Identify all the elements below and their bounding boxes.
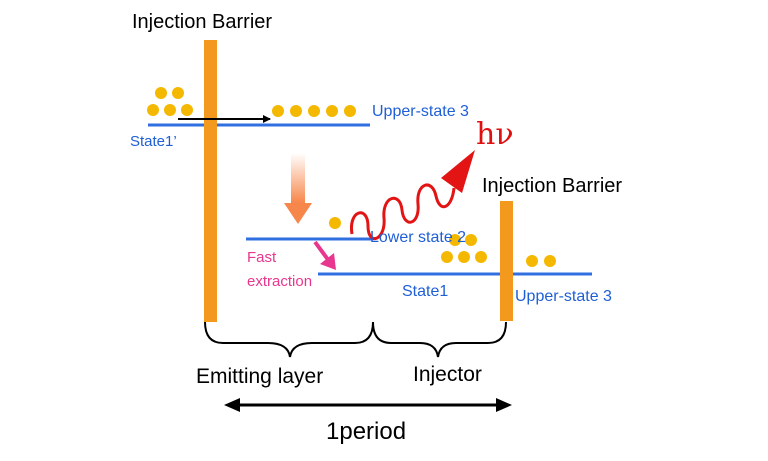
brace-injector bbox=[372, 321, 507, 358]
electrons-upper-state bbox=[272, 105, 356, 117]
label-emitting-layer: Emitting layer bbox=[196, 365, 324, 388]
label-fast-extraction-line2: extraction bbox=[247, 273, 313, 290]
label-injection-barrier-left: Injection Barrier bbox=[132, 11, 273, 33]
electrons-right bbox=[526, 255, 556, 267]
photon-wave bbox=[349, 183, 456, 240]
label-state1-prime: State1’ bbox=[130, 133, 177, 150]
brace-emitting-layer bbox=[204, 321, 374, 358]
label-period: 1period bbox=[326, 418, 407, 445]
injection-barrier-left bbox=[204, 40, 217, 322]
electrons-state1 bbox=[441, 234, 487, 263]
electron-lower-state bbox=[329, 217, 341, 229]
label-photon: hν bbox=[476, 117, 514, 152]
label-lower-state: Lower state 2 bbox=[370, 229, 467, 246]
label-fast-extraction-line1: Fast bbox=[247, 249, 277, 266]
label-upper-state-left: Upper-state 3 bbox=[372, 103, 469, 120]
period-arrow bbox=[224, 398, 512, 412]
injection-barrier-right bbox=[500, 201, 513, 321]
label-injection-barrier-right: Injection Barrier bbox=[482, 175, 623, 197]
electrons-left bbox=[147, 87, 193, 116]
label-upper-state-right: Upper-state 3 bbox=[515, 288, 612, 305]
label-injector: Injector bbox=[413, 363, 482, 386]
relaxation-arrow bbox=[284, 153, 312, 224]
label-state1: State1 bbox=[402, 283, 449, 300]
fast-extraction-arrow bbox=[313, 240, 336, 270]
photon-arrowhead bbox=[441, 150, 475, 193]
